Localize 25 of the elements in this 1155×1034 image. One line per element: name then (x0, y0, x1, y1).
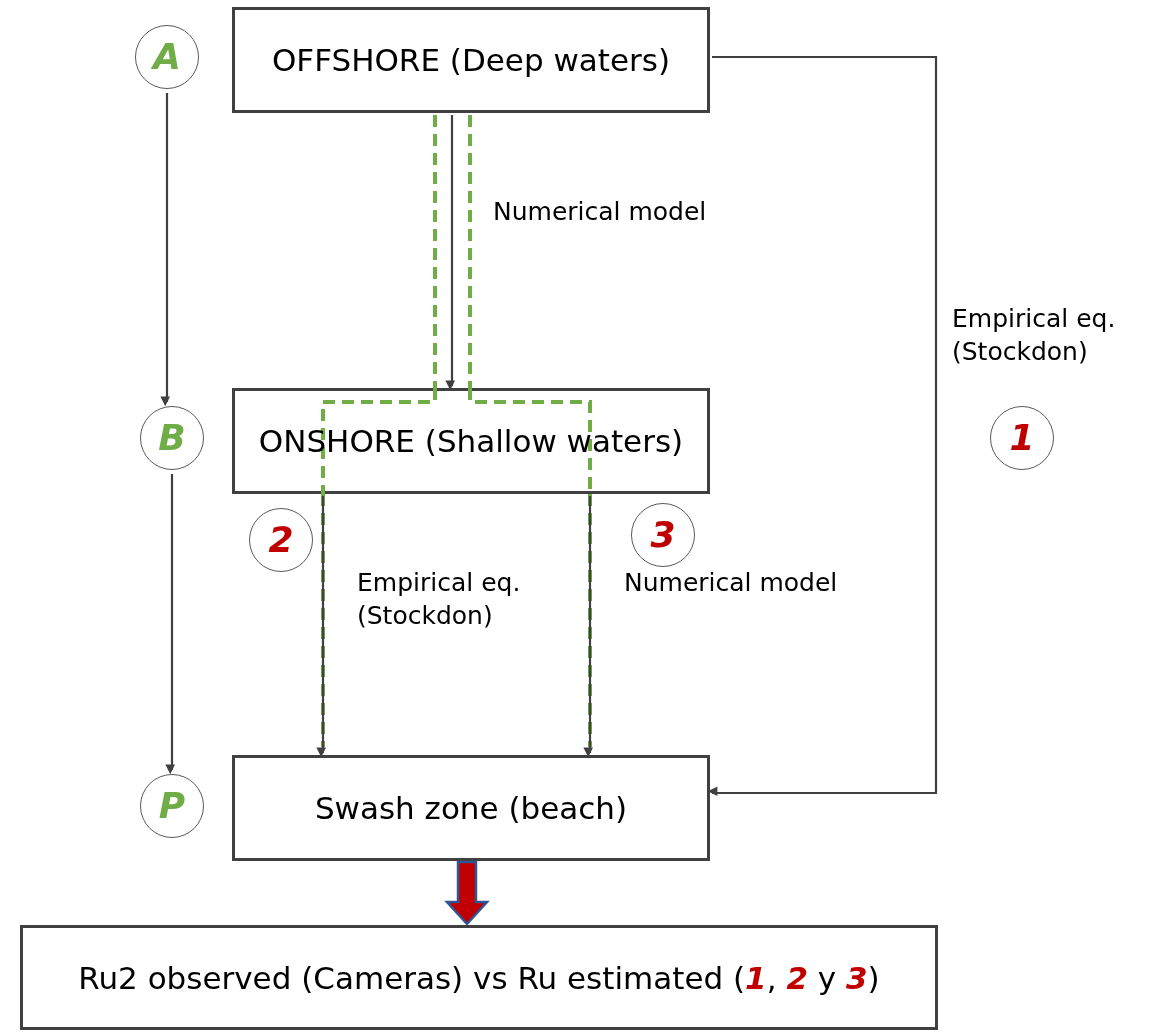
step-marker: P (158, 788, 186, 824)
process-box (232, 7, 710, 113)
box-label: ONSHORE (Shallow waters) (258, 423, 684, 459)
step-marker: A (153, 39, 181, 75)
step-marker: 3 (650, 517, 676, 553)
step-marker: 1 (1009, 420, 1035, 456)
step-marker: B (158, 420, 186, 456)
arrow (160, 93, 170, 407)
box-label: Swash zone (beach) (314, 790, 628, 826)
dashed-path (468, 115, 472, 388)
step-marker: 2 (268, 522, 294, 558)
arrow (316, 496, 326, 758)
process-box (232, 388, 710, 494)
box-label: OFFSHORE (Deep waters) (271, 42, 671, 78)
block-arrow (444, 860, 490, 926)
dashed-path (588, 494, 592, 747)
arrow (165, 474, 175, 775)
process-box (232, 755, 710, 861)
arrow (445, 115, 455, 391)
arrow (707, 55, 938, 796)
dashed-path (321, 494, 325, 747)
process-box (20, 925, 938, 1030)
box-label: Ru2 observed (Cameras) vs Ru estimated (1, 2 y 3) (78, 959, 880, 996)
dashed-path (433, 115, 437, 388)
arrow (583, 496, 593, 758)
